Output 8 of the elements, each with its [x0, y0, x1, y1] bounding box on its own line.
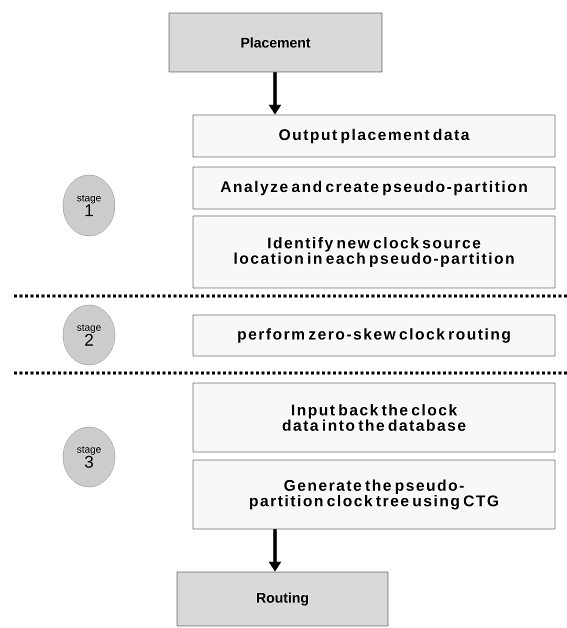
process-box: Routing — [176, 572, 388, 626]
step-box: Generate the pseudo-partition clock tree using CTG — [192, 460, 556, 530]
step-box: Identify new clock source location in each pseudo-partition — [192, 216, 556, 288]
step-box: perform zero-skew clock routing — [192, 314, 556, 356]
process-box: Placement — [168, 12, 382, 72]
step-box: Analyze and create pseudo-partition — [192, 166, 556, 210]
step-box: Input back the clock data into the database — [192, 382, 556, 452]
step-box: Output placement data — [192, 114, 556, 158]
